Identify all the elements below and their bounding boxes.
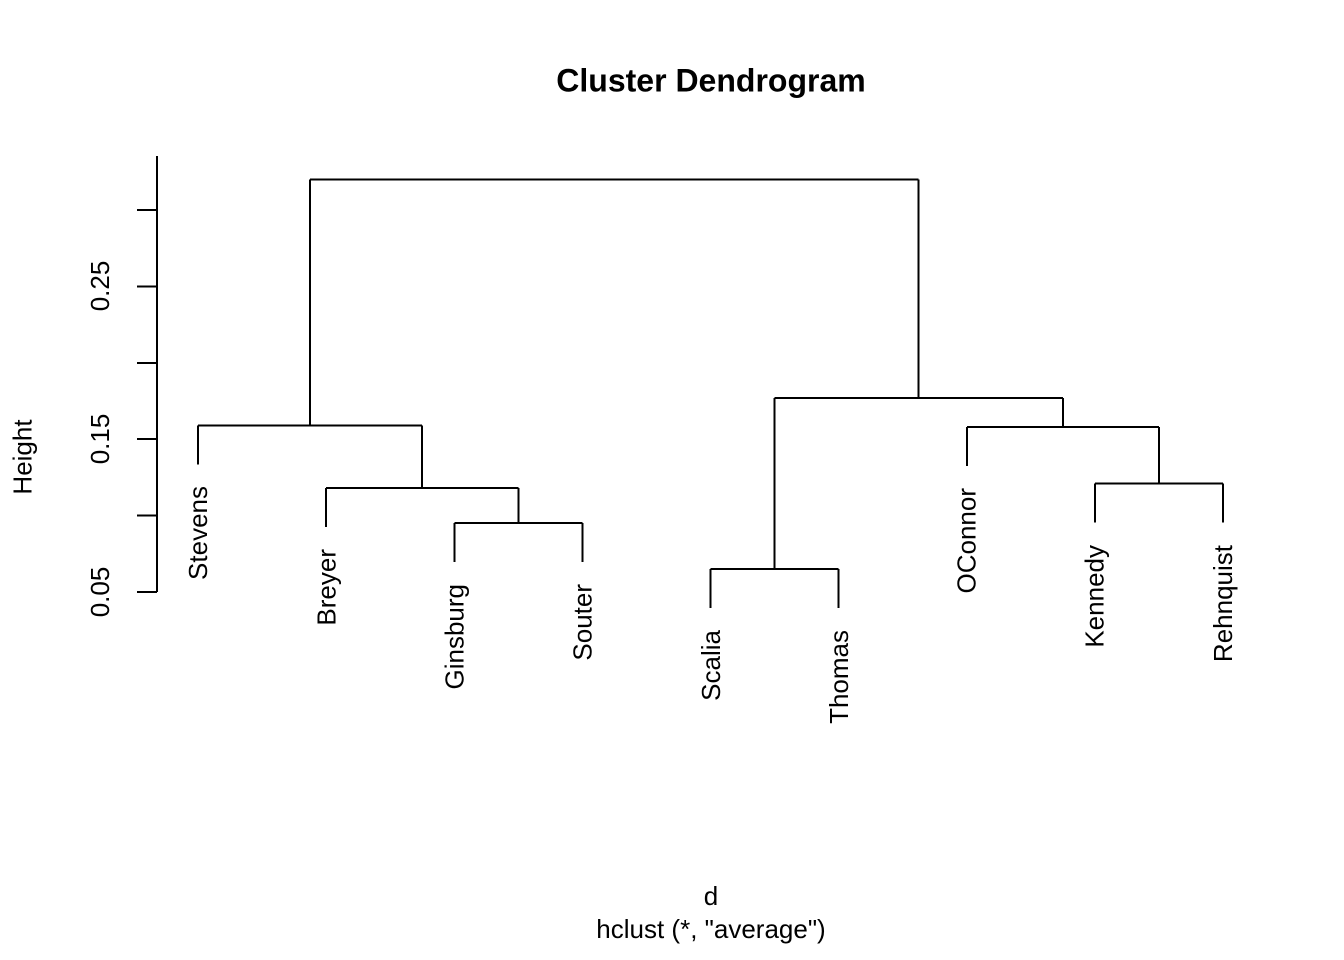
leaf-label-souter: Souter [567, 584, 598, 661]
y-tick-label-0.05: 0.05 [85, 566, 115, 618]
x-axis-caption: d hclust (*, "average") [596, 880, 825, 946]
chart-title: Cluster Dendrogram [556, 62, 866, 99]
caption-distance-object: d [703, 881, 719, 911]
y-tick-label-0.15: 0.15 [85, 413, 115, 465]
leaf-label-oconnor: OConnor [951, 487, 982, 594]
leaf-label-ginsburg: Ginsburg [439, 584, 470, 690]
y-tick-label-0.25: 0.25 [85, 261, 115, 312]
leaf-label-rehnquist: Rehnquist [1208, 544, 1238, 662]
leaf-label-kennedy: Kennedy [1079, 544, 1110, 648]
leaf-label-breyer: Breyer [311, 549, 342, 626]
caption-hclust-call: hclust (*, "average") [596, 914, 826, 944]
leaf-label-scalia: Scalia [695, 630, 726, 701]
leaf-label-stevens: Stevens [183, 486, 213, 581]
leaf-label-thomas: Thomas [823, 630, 854, 724]
